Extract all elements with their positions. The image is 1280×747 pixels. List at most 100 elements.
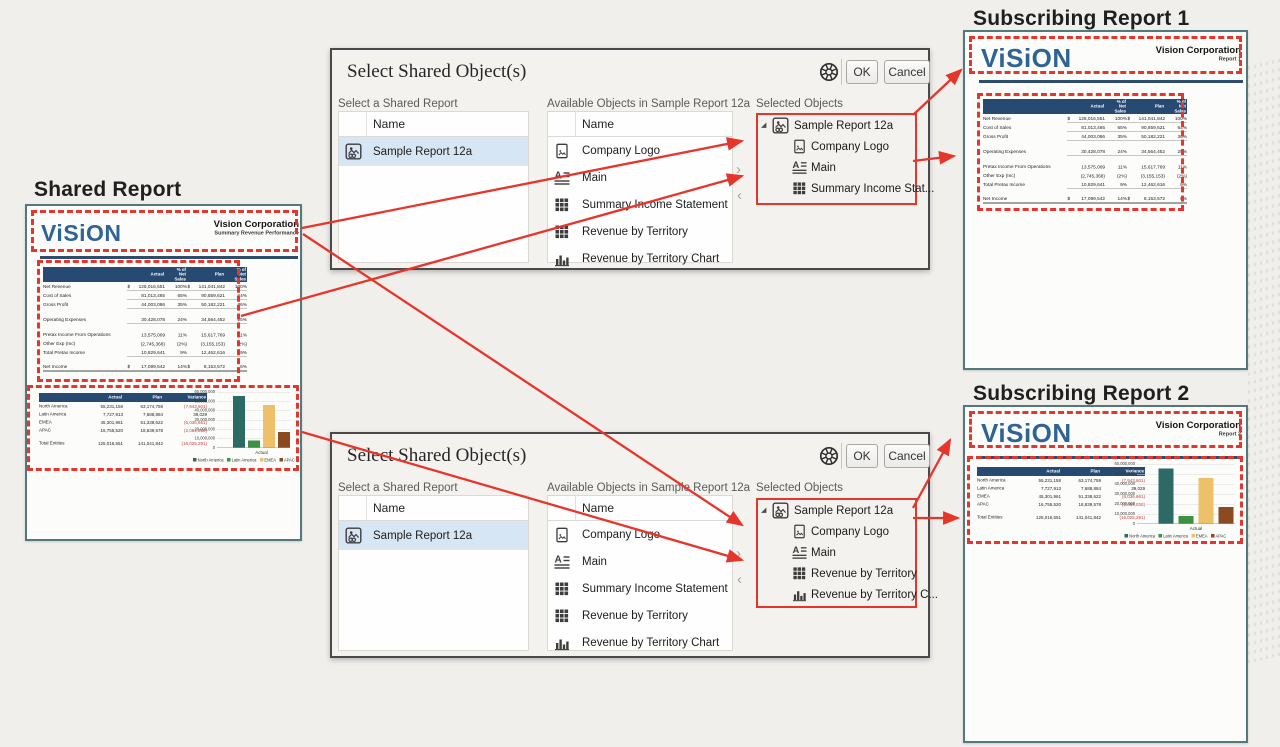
available-object-row[interactable]: Revenue by Territory — [548, 602, 732, 629]
wheel-icon[interactable] — [818, 61, 840, 83]
legend-item: North America — [193, 458, 224, 463]
available-object-row[interactable]: Revenue by Territory — [548, 218, 732, 245]
shared-report-name: Sample Report 12a — [373, 529, 473, 542]
available-object-row[interactable]: Company Logo — [548, 521, 732, 548]
text-icon: A — [790, 160, 808, 175]
grid-icon — [790, 181, 808, 196]
shared-report-row[interactable]: Sample Report 12a — [339, 521, 528, 550]
expand-icon[interactable]: ◢ — [761, 507, 767, 514]
tree-child-item[interactable]: Company Logo — [758, 521, 915, 542]
list-header: Name — [548, 496, 732, 521]
toolbar-divider — [841, 59, 842, 85]
image-icon — [553, 142, 571, 160]
move-right-icon[interactable]: › — [736, 161, 741, 178]
header-rule — [40, 256, 298, 259]
ok-button[interactable]: OK — [846, 60, 878, 84]
legend-item: APAC — [1211, 534, 1226, 539]
legend-item: EMEA — [1191, 534, 1208, 539]
subscribing-report-2-heading: Subscribing Report 2 — [973, 382, 1190, 405]
report-icon — [771, 117, 789, 134]
legend-item: EMEA — [259, 458, 276, 463]
legend-item: Latin America — [1158, 534, 1188, 539]
grid-icon — [553, 607, 571, 625]
header-rule — [979, 456, 1243, 459]
shared-report-list: Name Sample Report 12a — [338, 495, 529, 651]
report-icon — [771, 502, 789, 519]
report-subtitle: Report 2 — [1218, 430, 1241, 437]
svg-text:A: A — [792, 545, 799, 555]
shared-report-icon — [344, 527, 362, 545]
available-objects-label: Available Objects in Sample Report 12a — [547, 98, 751, 110]
company-name: Vision Corporation — [1155, 420, 1241, 431]
name-column-header: Name — [582, 117, 615, 131]
image-icon — [790, 524, 808, 539]
image-icon — [790, 139, 808, 154]
text-icon: A — [553, 553, 571, 571]
available-object-row[interactable]: Company Logo — [548, 137, 732, 164]
shared-report-list: Name Sample Report 12a — [338, 111, 529, 263]
name-column-header: Name — [582, 501, 615, 515]
list-header: Name — [339, 496, 528, 521]
tree-child-item[interactable]: Summary Income Stat... — [758, 178, 934, 199]
move-left-icon[interactable]: ‹ — [737, 571, 742, 588]
legend-item: Latin America — [227, 458, 256, 463]
cancel-button[interactable]: Cancel — [884, 444, 930, 468]
selected-objects-label: Selected Objects — [756, 98, 843, 110]
wheel-icon[interactable] — [818, 445, 840, 467]
tree-child-item[interactable]: Revenue by Territory — [758, 563, 917, 584]
report-header-text: Vision Corporation Report 2 — [1001, 420, 1280, 455]
list-header: Name — [548, 112, 732, 137]
dialog-title: Select Shared Object(s) — [347, 61, 527, 82]
text-icon: A — [553, 169, 571, 187]
grid-icon — [553, 196, 571, 214]
expand-icon[interactable]: ◢ — [761, 122, 767, 129]
cancel-button[interactable]: Cancel — [884, 60, 930, 84]
tree-child-item[interactable]: Revenue by Territory C... — [758, 584, 938, 605]
select-shared-objects-dialog-2: Select Shared Object(s) OK Cancel Select… — [330, 432, 938, 658]
available-object-row[interactable]: Revenue by Territory Chart — [548, 245, 732, 272]
select-shared-report-label: Select a Shared Report — [338, 482, 458, 494]
list-header: Name — [339, 112, 528, 137]
name-column-header: Name — [373, 117, 406, 131]
text-icon: A — [790, 545, 808, 560]
tree-child-item[interactable]: Company Logo — [758, 136, 915, 157]
vision-logo: ViSiON — [981, 43, 1072, 73]
select-shared-objects-dialog-1: Select Shared Object(s) OK Cancel Select… — [330, 48, 934, 270]
available-object-row[interactable]: Revenue by Territory Chart — [548, 629, 732, 656]
chart-icon — [553, 634, 571, 652]
background-texture — [1246, 55, 1280, 665]
selected-objects-label: Selected Objects — [756, 482, 843, 494]
ok-button[interactable]: OK — [846, 444, 878, 468]
tree-root-item[interactable]: ◢Sample Report 12a — [758, 500, 915, 521]
subscribing-report-1-heading: Subscribing Report 1 — [973, 7, 1190, 30]
header-rule — [979, 80, 1243, 83]
shared-report-name: Sample Report 12a — [373, 145, 473, 158]
legend-item: APAC — [279, 458, 295, 463]
move-left-icon[interactable]: ‹ — [737, 187, 742, 204]
image-icon — [553, 526, 571, 544]
svg-text:A: A — [792, 160, 799, 170]
grid-icon — [553, 580, 571, 598]
svg-text:A: A — [555, 170, 562, 181]
shared-report-row[interactable]: Sample Report 12a — [339, 137, 528, 166]
tree-root-item[interactable]: ◢Sample Report 12a — [758, 115, 915, 136]
report-subtitle: Summary Revenue Performance — [214, 229, 299, 236]
move-right-icon[interactable]: › — [736, 545, 741, 562]
subscribing-report-1-panel: ViSiON Vision Corporation Report 1 Actua… — [963, 30, 1248, 370]
available-object-row[interactable]: Summary Income Statement — [548, 575, 732, 602]
available-object-row[interactable]: Summary Income Statement — [548, 191, 732, 218]
legend-item: North America — [1124, 534, 1155, 539]
vision-logo: ViSiON — [981, 418, 1072, 448]
dialog-title: Select Shared Object(s) — [347, 445, 527, 466]
